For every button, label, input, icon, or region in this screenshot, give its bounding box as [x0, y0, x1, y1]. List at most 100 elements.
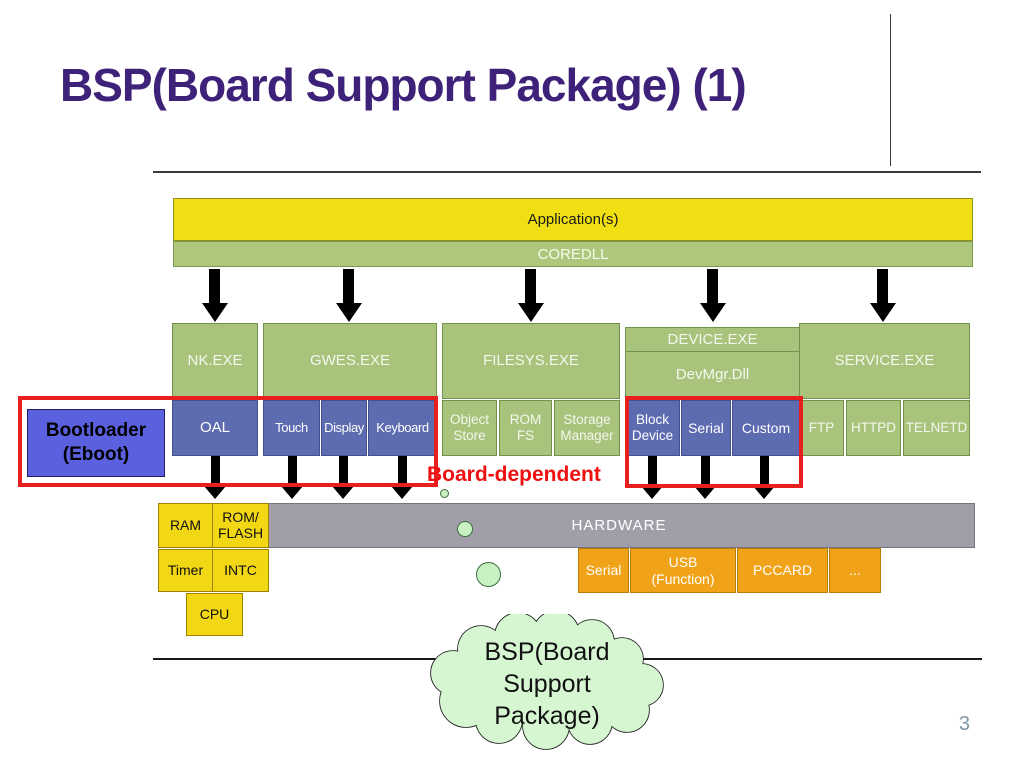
arrow-icon — [211, 456, 220, 486]
object-store-label: Object Store — [449, 412, 490, 443]
storage-manager-label: Storage Manager — [560, 412, 614, 443]
module-box-object-store: Object Store — [442, 400, 497, 456]
page-number: 3 — [958, 713, 970, 735]
cpu-label: CPU — [199, 605, 230, 622]
title-underline-rule — [153, 171, 981, 173]
module-box-storage-manager: Storage Manager — [554, 400, 620, 456]
process-box-nk: NK.EXE — [172, 323, 258, 399]
thought-bubble-medium — [457, 521, 473, 537]
coredll-layer-label: COREDLL — [537, 245, 609, 263]
top-right-vertical-rule — [890, 14, 891, 166]
arrow-head-icon — [336, 303, 362, 322]
devmgr-label: DevMgr.Dll — [675, 366, 750, 384]
arrow-icon — [343, 269, 354, 303]
module-box-httpd: HTTPD — [846, 400, 901, 456]
arrow-head-icon — [204, 486, 226, 499]
hardware-layer-label: HARDWARE — [571, 517, 667, 534]
arrow-icon — [877, 269, 888, 303]
hardware-box-rom-flash: ROM/ FLASH — [212, 503, 269, 548]
httpd-label: HTTPD — [851, 420, 896, 436]
module-box-ftp: FTP — [799, 400, 844, 456]
service-label: SERVICE.EXE — [834, 352, 935, 370]
serial-peripheral-label: Serial — [585, 562, 622, 579]
bootloader-label-line1: Bootloader — [45, 420, 147, 442]
arrow-icon — [288, 456, 297, 486]
arrow-head-icon — [870, 303, 896, 322]
module-box-display: Display — [321, 400, 367, 456]
board-dependent-label: Board-dependent — [427, 463, 601, 486]
rom-flash-label-line1: ROM/ — [222, 509, 259, 526]
bootloader-box: Bootloader (Eboot) — [27, 409, 165, 477]
arrow-head-icon — [753, 486, 775, 499]
arrow-head-icon — [391, 486, 413, 499]
arrow-head-icon — [281, 486, 303, 499]
oal-label: OAL — [199, 419, 230, 437]
arrow-icon — [398, 456, 407, 486]
arrow-head-icon — [332, 486, 354, 499]
arrow-head-icon — [202, 303, 228, 322]
bsp-cloud-callout: BSP(Board Support Package) — [430, 614, 664, 750]
module-box-custom: Custom — [732, 400, 800, 456]
gwes-label: GWES.EXE — [309, 352, 391, 370]
pccard-label: PCCARD — [752, 562, 813, 579]
hardware-box-timer: Timer — [158, 549, 213, 592]
serial-driver-label: Serial — [688, 419, 724, 436]
more-peripherals-label: ... — [849, 562, 861, 579]
rom-fs-label: ROM FS — [509, 412, 542, 443]
arrow-head-icon — [700, 303, 726, 322]
module-box-touch: Touch — [263, 400, 320, 456]
intc-label: INTC — [224, 561, 257, 578]
thought-bubble-small — [440, 489, 449, 498]
arrow-head-icon — [641, 486, 663, 499]
process-box-service: SERVICE.EXE — [799, 323, 970, 399]
cloud-label-line2: Support — [503, 670, 591, 698]
hardware-box-cpu: CPU — [186, 593, 243, 636]
module-box-serial-driver: Serial — [681, 400, 731, 456]
display-label: Display — [324, 419, 364, 435]
keyboard-label: Keyboard — [376, 419, 429, 435]
touch-label: Touch — [275, 419, 308, 435]
process-box-gwes: GWES.EXE — [263, 323, 437, 399]
peripheral-box-more: ... — [829, 548, 881, 593]
hardware-box-ram: RAM — [158, 503, 213, 548]
telnetd-label: TELNETD — [905, 420, 968, 436]
arrow-icon — [209, 269, 220, 303]
arrow-head-icon — [694, 486, 716, 499]
arrow-icon — [760, 456, 769, 486]
arrow-icon — [525, 269, 536, 303]
cloud-fill — [431, 614, 663, 749]
module-box-telnetd: TELNETD — [903, 400, 970, 456]
peripheral-box-usb: USB (Function) — [630, 548, 736, 593]
coredll-layer-box: COREDLL — [173, 241, 973, 267]
board-dependent-outline-left — [18, 396, 438, 487]
timer-label: Timer — [167, 561, 204, 578]
module-box-block-device: Block Device — [625, 400, 680, 456]
arrow-icon — [648, 456, 657, 486]
arrow-icon — [707, 269, 718, 303]
arrow-icon — [339, 456, 348, 486]
process-box-device: DEVICE.EXE DevMgr.Dll — [625, 327, 800, 399]
ftp-label: FTP — [808, 420, 835, 436]
nk-label: NK.EXE — [187, 352, 243, 370]
slide-title: BSP(Board Support Package) (1) — [60, 59, 747, 111]
process-box-filesys: FILESYS.EXE — [442, 323, 620, 399]
application-layer-box: Application(s) — [173, 198, 973, 241]
module-box-rom-fs: ROM FS — [499, 400, 552, 456]
cloud-label-line1: BSP(Board — [484, 638, 609, 666]
peripheral-box-pccard: PCCARD — [737, 548, 828, 593]
custom-label: Custom — [741, 419, 791, 436]
arrow-head-icon — [518, 303, 544, 322]
bootloader-label-line2: (Eboot) — [62, 444, 130, 465]
rom-flash-label-line2: FLASH — [217, 524, 264, 541]
block-device-label: Block Device — [631, 412, 674, 443]
module-box-oal: OAL — [172, 400, 258, 456]
filesys-label: FILESYS.EXE — [483, 352, 579, 370]
peripheral-box-serial: Serial — [578, 548, 629, 593]
usb-label-line1: USB — [668, 554, 698, 571]
application-layer-label: Application(s) — [527, 211, 619, 228]
hardware-box-intc: INTC — [212, 549, 269, 592]
usb-label-line2: (Function) — [651, 570, 715, 587]
board-dependent-outline-right — [625, 396, 803, 488]
ram-label: RAM — [169, 516, 202, 533]
